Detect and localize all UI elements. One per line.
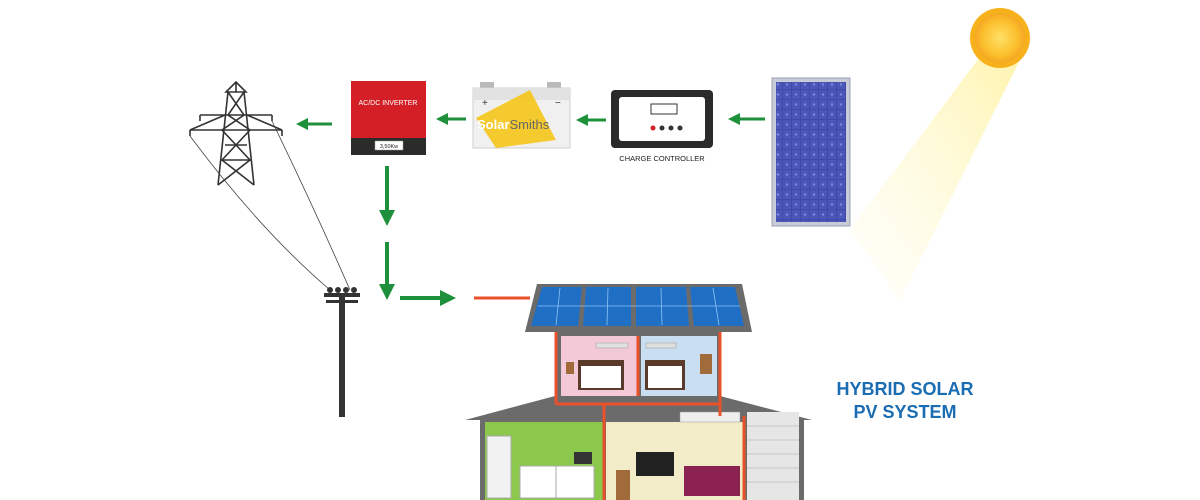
battery-brand: SolarSmiths [477,117,550,132]
arrow-battery-to-inverter [436,113,466,125]
utility-pole-icon [324,287,360,417]
transmission-tower-icon [189,80,283,186]
diagram-title: HYBRID SOLAR PV SYSTEM [830,378,980,424]
arrow-inverter-to-grid [296,118,332,130]
house-icon [465,284,812,500]
inverter-label: AC/DC INVERTER [359,100,418,107]
battery-plus: + [482,98,488,109]
battery-minus: − [555,98,561,109]
arrow-panel-to-controller [728,113,765,125]
title-line-2: PV SYSTEM [853,402,957,422]
arrow-to-house [400,290,456,306]
solar-panel-icon [771,77,851,227]
charge-controller-label: CHARGE CONTROLLER [619,154,705,163]
battery-brand-part1: Solar [477,117,510,132]
charge-controller-icon [611,90,713,148]
sun-beam [850,50,1020,300]
power-lines [189,120,351,291]
title-line-1: HYBRID SOLAR [836,379,974,399]
arrow-inverter-down-1 [379,166,395,226]
arrow-controller-to-battery [576,114,606,126]
battery-brand-part2: Smiths [510,117,550,132]
inverter-icon [351,81,426,155]
sun-icon [970,8,1030,68]
arrow-inverter-down-2 [379,242,395,300]
inverter-rating: 3,50Kw [380,144,398,150]
battery-icon [472,82,571,149]
